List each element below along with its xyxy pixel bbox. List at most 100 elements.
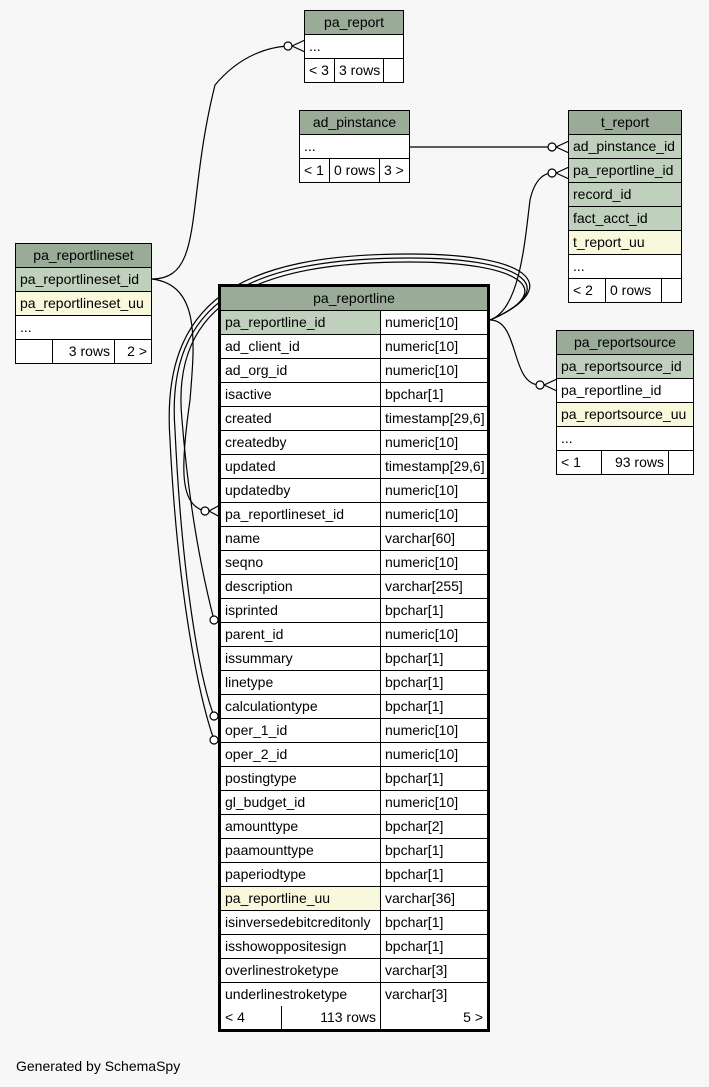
column-name: isinversedebitcreditonly (225, 914, 371, 930)
table-ad-pinstance[interactable]: ad_pinstance ... < 1 0 rows 3 > (299, 110, 410, 183)
column-type: numeric[10] (380, 743, 487, 766)
edge-reportlineset-report (151, 45, 293, 280)
table-footer: < 1 0 rows 3 > (300, 159, 409, 182)
column-name: overlinestroketype (225, 962, 339, 978)
column-type: numeric[10] (380, 623, 487, 646)
column-name: pa_reportline_id (221, 311, 380, 334)
column-name: paamounttype (225, 842, 314, 858)
table-footer: < 4 113 rows 5 > (221, 1006, 487, 1029)
column-name: linetype (225, 674, 274, 690)
column-type: numeric[10] (380, 791, 487, 814)
table-row: updatedby numeric[10] (221, 479, 487, 503)
column-type: bpchar[1] (380, 671, 487, 694)
column-type: bpchar[1] (380, 839, 487, 862)
column-name: amounttype (225, 818, 299, 834)
column-type: varchar[60] (380, 527, 487, 550)
column-type: numeric[10] (380, 359, 487, 382)
edge-marker-circle (283, 41, 293, 51)
table-footer: 3 rows 2 > (16, 340, 151, 363)
column-type: varchar[255] (380, 575, 487, 598)
column-type: numeric[10] (380, 431, 487, 454)
table-title: pa_reportlineset (16, 244, 151, 268)
table-row: description varchar[255] (221, 575, 487, 599)
table-title: pa_report (305, 11, 403, 35)
table-row: gl_budget_id numeric[10] (221, 791, 487, 815)
column-type: bpchar[1] (380, 767, 487, 790)
column-name: gl_budget_id (225, 794, 306, 810)
table-row: pa_reportline_id (569, 159, 681, 183)
table-row: pa_reportsource_id (557, 355, 693, 379)
column-type: numeric[10] (380, 551, 487, 574)
column-type: varchar[3] (380, 983, 487, 1006)
column-name: isshowoppositesign (225, 938, 347, 954)
table-row: ... (557, 427, 693, 451)
edge-self-oper1 (173, 257, 528, 717)
column-type: bpchar[1] (380, 863, 487, 886)
column-type: timestamp[29,6] (380, 407, 487, 430)
column-name: oper_1_id (225, 722, 288, 738)
crows-foot-marker (543, 378, 558, 392)
table-footer: < 1 93 rows (557, 451, 693, 474)
column-name: description (225, 578, 293, 594)
table-row: oper_1_id numeric[10] (221, 719, 487, 743)
edge-marker-circle (209, 615, 219, 625)
table-row: fact_acct_id (569, 207, 681, 231)
column-type: timestamp[29,6] (380, 455, 487, 478)
table-row: paamounttype bpchar[1] (221, 839, 487, 863)
column-name: calculationtype (225, 698, 318, 714)
column-type: bpchar[2] (380, 815, 487, 838)
table-row: ... (16, 316, 151, 340)
column-name: issummary (225, 650, 293, 666)
table-row: calculationtype bpchar[1] (221, 695, 487, 719)
table-footer: < 3 3 rows (305, 59, 403, 82)
edge-reportline-reportsource (489, 319, 541, 386)
table-row: seqno numeric[10] (221, 551, 487, 575)
table-pa-reportlineset[interactable]: pa_reportlineset pa_reportlineset_id pa_… (15, 243, 152, 364)
edge-self-oper2 (168, 253, 531, 741)
column-name: paperiodtype (225, 866, 306, 882)
table-pa-reportsource[interactable]: pa_reportsource pa_reportsource_id pa_re… (556, 330, 694, 475)
column-name: parent_id (225, 626, 284, 642)
column-type: numeric[10] (380, 335, 487, 358)
column-type: bpchar[1] (380, 911, 487, 934)
column-name: seqno (225, 554, 264, 570)
crows-foot-marker (555, 166, 570, 180)
table-t-report[interactable]: t_report ad_pinstance_id pa_reportline_i… (568, 110, 682, 303)
column-type: varchar[3] (380, 959, 487, 982)
edge-marker-circle (535, 380, 545, 390)
table-title: pa_reportsource (557, 331, 693, 355)
table-row: amounttype bpchar[2] (221, 815, 487, 839)
edge-reportline-treport (489, 172, 553, 321)
table-row: isinversedebitcreditonly bpchar[1] (221, 911, 487, 935)
column-type: bpchar[1] (380, 695, 487, 718)
edge-reportlineset-reportline (151, 278, 206, 512)
column-type: varchar[36] (380, 887, 487, 910)
table-footer: < 2 0 rows (569, 279, 681, 302)
table-row: ... (300, 135, 409, 159)
column-type: numeric[10] (380, 719, 487, 742)
edge-marker-circle (200, 506, 210, 516)
table-row: pa_reportlineset_uu (16, 292, 151, 316)
column-name: updatedby (225, 482, 291, 498)
edge-marker-circle (547, 142, 557, 152)
edge-marker-circle (547, 168, 557, 178)
table-row: pa_reportsource_uu (557, 403, 693, 427)
generated-by-label: Generated by SchemaSpy (16, 1058, 181, 1074)
table-pa-report[interactable]: pa_report ... < 3 3 rows (304, 10, 404, 83)
column-type: numeric[10] (380, 479, 487, 502)
table-row: record_id (569, 183, 681, 207)
table-row: paperiodtype bpchar[1] (221, 863, 487, 887)
table-row: overlinestroketype varchar[3] (221, 959, 487, 983)
column-name: createdby (225, 434, 287, 450)
table-title: pa_reportline (221, 287, 487, 311)
column-name: postingtype (225, 770, 297, 786)
table-row: linetype bpchar[1] (221, 671, 487, 695)
